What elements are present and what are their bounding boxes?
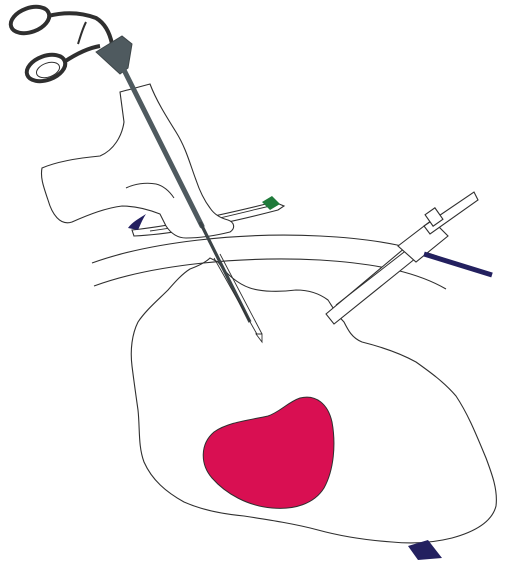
surgical-diagram: [0, 0, 507, 561]
diagram-canvas: [0, 0, 507, 561]
